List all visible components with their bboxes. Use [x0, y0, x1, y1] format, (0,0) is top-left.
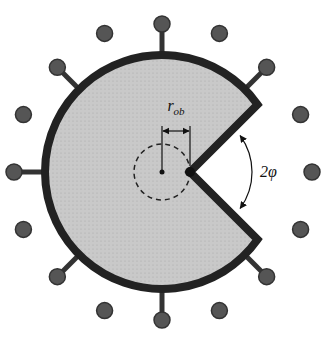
angle-label: 2φ	[260, 164, 277, 180]
dimension-tick	[161, 126, 162, 170]
free-particle	[15, 221, 31, 237]
knob-ball	[259, 269, 275, 285]
free-particle	[304, 164, 320, 180]
knob-ball	[6, 164, 22, 180]
radius-label: rob	[167, 98, 184, 114]
radius-subscript: ob	[174, 105, 185, 117]
surface-knobs	[6, 16, 320, 328]
apex-dot	[185, 167, 195, 177]
free-particle	[97, 25, 113, 41]
free-particle	[211, 25, 227, 41]
dimension-line	[163, 130, 189, 131]
knob-ball	[49, 269, 65, 285]
center-dot	[160, 170, 165, 175]
dimension-tick	[189, 126, 190, 166]
free-particle	[293, 221, 309, 237]
angle-arc	[240, 136, 252, 209]
free-particle	[15, 107, 31, 123]
free-particle	[293, 107, 309, 123]
knob-ball	[154, 16, 170, 32]
radius-symbol: r	[167, 97, 173, 114]
knob-ball	[49, 59, 65, 75]
cut-disc	[45, 55, 258, 289]
free-particle	[97, 303, 113, 319]
knob-ball	[259, 59, 275, 75]
free-particle	[211, 303, 227, 319]
knob-ball	[154, 312, 170, 328]
